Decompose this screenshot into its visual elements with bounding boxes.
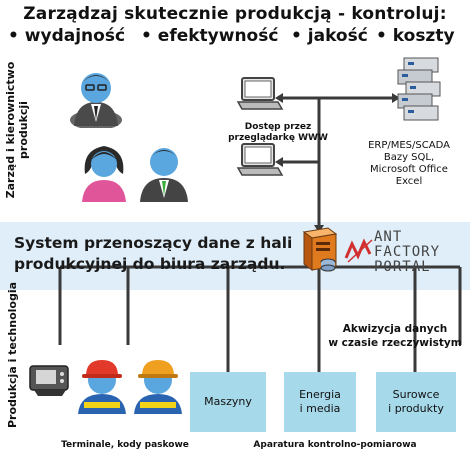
box-energia-line1: Energia: [299, 388, 341, 401]
section-label-production: Produkcja i technologia: [6, 281, 19, 429]
bullet-jakosc: • jakość: [291, 26, 368, 46]
engineer-avatar-icon: [140, 148, 188, 202]
servers-caption-line1: ERP/MES/SCADA: [368, 140, 450, 151]
realtime-line1: Akwizycja danych: [342, 323, 448, 335]
page-title: Zarządzaj skutecznie produkcją - kontrol…: [23, 4, 447, 24]
system-description: System przenoszący dane z hali produkcyj…: [14, 233, 304, 275]
terminal-icon: [29, 365, 69, 396]
box-energia-line2: i media: [299, 402, 341, 415]
kpi-bullets: • wydajność • efektywność • jakość • kos…: [6, 26, 470, 46]
browser-access-caption: Dostęp przez przeglądarkę WWW: [218, 122, 338, 144]
realtime-caption: Akwizycja danych w czasie rzeczywistym: [322, 322, 468, 350]
worker-avatar-icon-2: [134, 360, 182, 414]
realtime-line2: w czasie rzeczywistym: [328, 337, 462, 349]
browser-access-line2: przeglądarkę WWW: [228, 133, 328, 143]
woman-avatar-icon: [82, 146, 126, 202]
worker-avatar-icon-1: [78, 360, 126, 414]
bullet-efektywnosc: • efektywność: [141, 26, 279, 46]
laptop-icon-top: [236, 77, 284, 110]
servers-caption-line3: Microsoft Office: [370, 164, 448, 175]
box-surowce-line1: Surowce: [392, 388, 440, 401]
servers-icon: [397, 57, 441, 121]
system-description-line2: produkcyjnej do biura zarządu.: [14, 255, 286, 273]
manager-avatar-icon: [70, 73, 122, 128]
bullet-koszty: • koszty: [376, 26, 455, 46]
apparatus-caption: Aparatura kontrolno-pomiarowa: [253, 440, 417, 450]
section-label-management-line2: produkcji: [17, 101, 30, 159]
box-surowce: Surowce i produkty: [376, 372, 456, 432]
section-label-management-line1: Zarząd i kierownictwo: [4, 61, 17, 199]
central-server-icon: [302, 227, 338, 272]
browser-access-line1: Dostęp przez: [244, 122, 312, 132]
system-description-line1: System przenoszący dane z hali: [14, 234, 293, 252]
ant-logo-mark-icon: [344, 238, 373, 263]
box-surowce-line2: i produkty: [388, 402, 444, 415]
logo-line-ant: ANT: [374, 229, 403, 245]
box-maszyny-label: Maszyny: [204, 395, 252, 408]
logo-line-factory: FACTORY: [374, 244, 441, 260]
box-maszyny: Maszyny: [190, 372, 266, 432]
logo-line-portal: PORTAL: [374, 259, 431, 275]
section-label-management: Zarząd i kierownictwo produkcji: [4, 60, 30, 200]
box-energia: Energia i media: [284, 372, 356, 432]
bullet-wydajnosc: • wydajność: [8, 26, 126, 46]
servers-caption-line2: Bazy SQL,: [383, 152, 435, 163]
servers-caption-line4: Excel: [395, 176, 423, 187]
ant-factory-portal-logo: ANT FACTORY PORTAL: [374, 230, 440, 275]
laptop-icon-bottom: [236, 143, 284, 176]
system-band: [0, 222, 470, 290]
terminals-caption: Terminale, kody paskowe: [61, 440, 189, 450]
servers-caption: ERP/MES/SCADA Bazy SQL, Microsoft Office…: [348, 140, 470, 188]
